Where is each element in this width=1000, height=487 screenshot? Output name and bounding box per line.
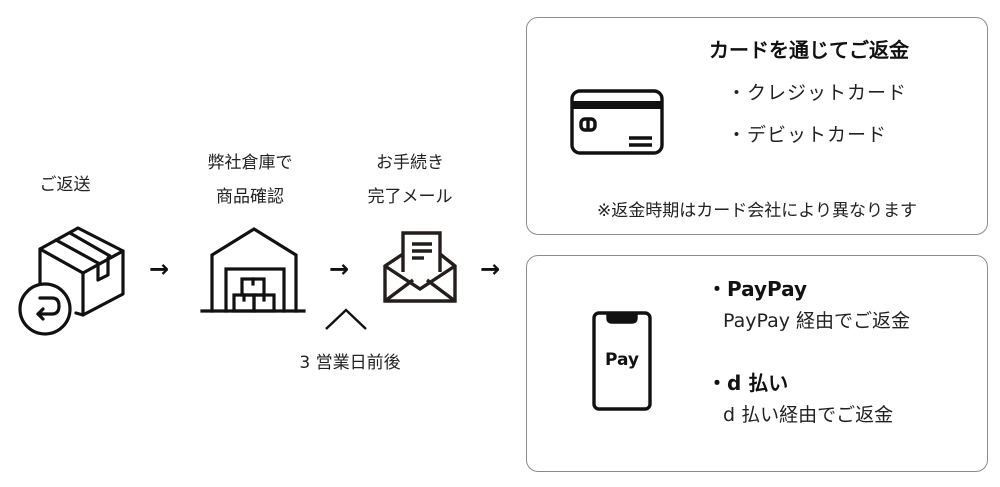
flow-arrow-2: → [329,255,350,283]
dbarai-method-name: ・d 払い [707,371,789,395]
credit-card-icon [569,88,665,156]
pay-refund-panel: Pay ・PayPay PayPay 経由でご返金 ・d 払い d 払い経由でご… [526,255,988,472]
returned-box-icon [12,218,132,338]
duration-caret-icon [323,306,369,332]
flow-arrow-3: → [480,255,501,283]
card-refund-item: ・デビットカード [727,124,888,146]
duration-note: 3 営業日前後 [299,353,401,373]
step-mail-label: お手続き 完了メール [355,146,465,214]
step-warehouse-label-line1: 弊社倉庫で [207,153,293,173]
warehouse-icon [198,222,308,317]
card-refund-title: カードを通じてご返金 [709,38,909,62]
step-return-label: ご返送 [30,168,100,202]
card-refund-item: ・クレジットカード [727,82,908,104]
step-warehouse-label-line2: 商品確認 [216,187,284,207]
dbarai-method-description: d 払い経由でご返金 [723,404,894,426]
phone-pay-label: Pay [604,350,640,370]
envelope-letter-icon [380,226,460,306]
step-warehouse-label: 弊社倉庫で 商品確認 [190,146,310,214]
paypay-method-description: PayPay 経由でご返金 [723,310,911,332]
card-refund-note: ※返金時期はカード会社により異なります [597,201,917,221]
step-return-label-line: ご返送 [39,175,91,195]
step-mail-label-line2: 完了メール [367,187,453,207]
step-mail-label-line1: お手続き [376,153,444,173]
smartphone-pay-icon: Pay [591,310,653,412]
card-refund-panel: カードを通じてご返金 ・クレジットカード ・デビットカード ※返金時期はカード会… [526,17,988,235]
flow-arrow-1: → [149,255,170,283]
paypay-method-name: ・PayPay [707,277,808,301]
